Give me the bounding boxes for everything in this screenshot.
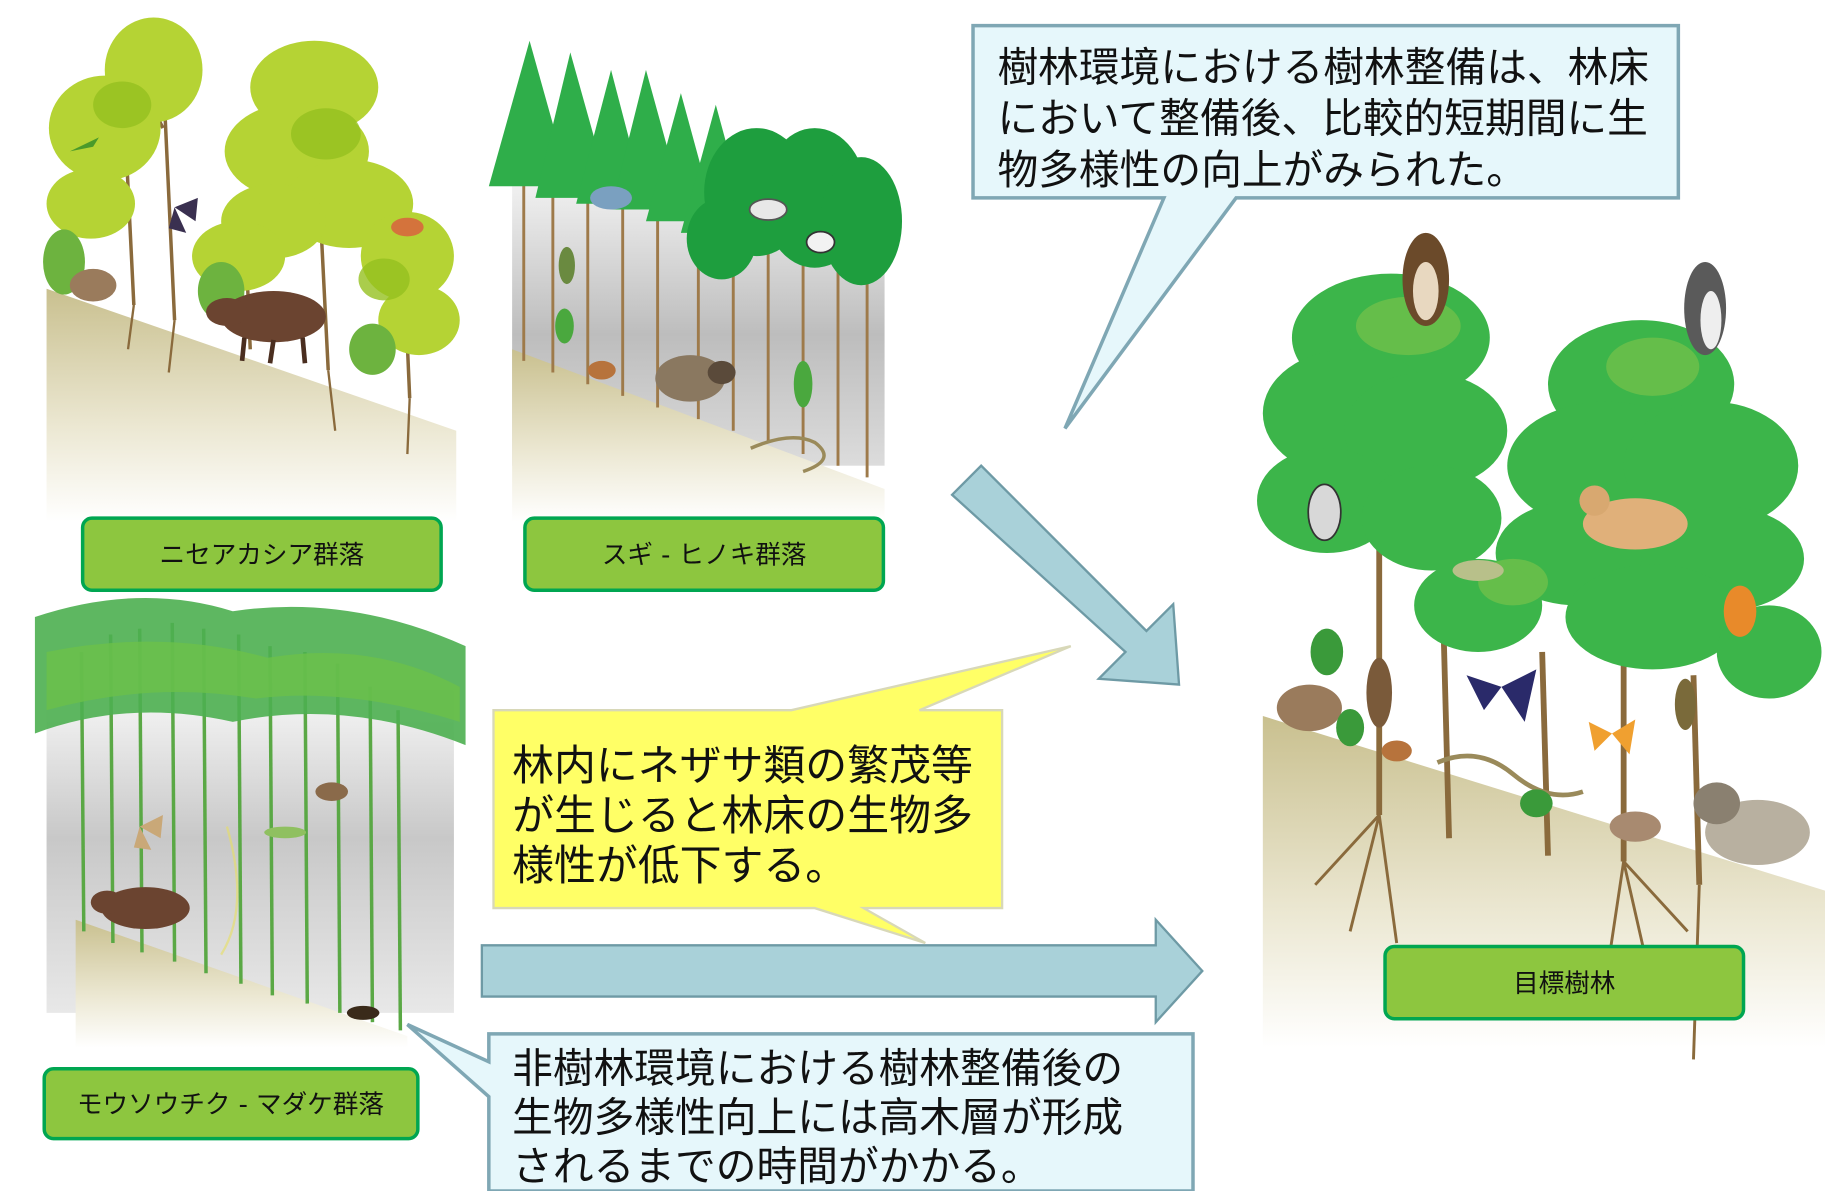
- beetle-target: [1366, 657, 1393, 728]
- callout-bottom: 非樹林環境における樹林整備後の 生物多様性向上には高木層が形成 されるまでの時間…: [406, 1022, 1195, 1191]
- cicada: [558, 246, 575, 285]
- beetle-bamboo: [346, 1005, 380, 1020]
- label-mousouchiku: モウソウチク - マダケ群落: [42, 1067, 420, 1141]
- bird-bamboo: [315, 782, 349, 801]
- callout-top-line-1: 樹林環境における樹林整備は、林床: [997, 43, 1649, 91]
- rabbit: [69, 268, 117, 302]
- label-target: 目標樹林: [1383, 944, 1746, 1021]
- callout-middle-line-1: 林内にネザサ類の繁茂等: [512, 741, 973, 790]
- butterfly: [168, 197, 198, 233]
- flycatcher: [1723, 585, 1757, 637]
- callout-middle-line-3: 様性が低下する。: [512, 841, 847, 890]
- frog: [587, 360, 616, 380]
- rabbit-target: [1276, 684, 1342, 732]
- warbler: [1452, 559, 1504, 581]
- bird-robin: [391, 217, 424, 237]
- boar: [206, 291, 326, 364]
- target-forest-illustration: [1257, 232, 1825, 1060]
- callout-middle: 林内にネザサ類の繁茂等 が生じると林床の生物多 様性が低下する。: [492, 645, 1072, 945]
- jay-bird: [590, 186, 632, 210]
- hawk: [1402, 232, 1450, 326]
- cicada-target: [1674, 678, 1696, 730]
- callout-bottom-line-1: 非樹林環境における樹林整備後の: [512, 1045, 1123, 1093]
- label-sugi-hinoki-text: スギ - ヒノキ群落: [602, 540, 807, 570]
- callout-bottom-line-3: されるまでの時間がかかる。: [512, 1143, 1041, 1191]
- raccoon-dog: [655, 355, 736, 402]
- grasshopper-bamboo: [264, 826, 307, 839]
- label-niseakashia-text: ニセアカシア群落: [160, 540, 365, 570]
- callout-middle-line-2: が生じると林床の生物多: [512, 791, 973, 840]
- callout-top: 樹林環境における樹林整備は、林床 において整備後、比較的短期間に生 物多様性の向…: [971, 23, 1681, 430]
- snake: [750, 436, 826, 474]
- label-target-text: 目標樹林: [1513, 969, 1615, 999]
- flying-squirrel: [1579, 485, 1688, 550]
- boar-bamboo: [90, 887, 190, 930]
- label-mousouchiku-text: モウソウチク - マダケ群落: [77, 1090, 384, 1120]
- purple-emperor-butterfly: [1466, 669, 1537, 722]
- orange-butterfly: [1588, 719, 1636, 755]
- horizontal-arrow: [480, 916, 1204, 1026]
- tit-bird: [805, 230, 836, 254]
- shrike-bird: [748, 198, 788, 221]
- diagonal-arrow: [950, 464, 1181, 686]
- goshawk: [1684, 261, 1727, 356]
- label-sugi-hinoki: スギ - ヒノキ群落: [523, 516, 886, 593]
- raccoon-dog-target: [1693, 782, 1810, 866]
- callout-bottom-line-2: 生物多様性向上には高木層が形成: [512, 1094, 1123, 1142]
- moth-bamboo: [133, 814, 163, 850]
- mousouchiku-illustration: [34, 597, 466, 1048]
- grasshopper: [69, 137, 99, 152]
- sugi-hinoki-illustration: [488, 40, 903, 522]
- snake-target: [1436, 753, 1584, 798]
- callout-top-line-2: において整備後、比較的短期間に生: [997, 95, 1647, 143]
- niseakashia-illustration: [43, 17, 460, 522]
- frog-target: [1381, 740, 1412, 762]
- label-niseakashia: ニセアカシア群落: [80, 516, 443, 593]
- woodpecker: [1307, 483, 1342, 542]
- mouse: [1609, 811, 1661, 842]
- callout-top-line-3: 物多様性の向上がみられた。: [997, 146, 1526, 194]
